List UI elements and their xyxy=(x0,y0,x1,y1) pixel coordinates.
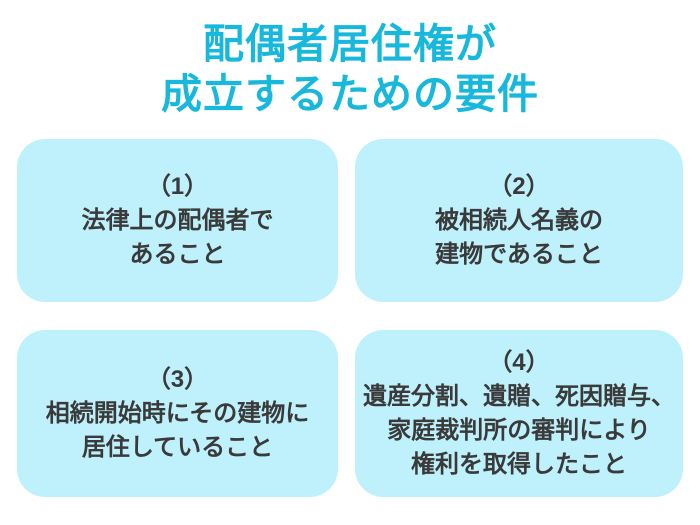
card-number: （3） xyxy=(146,365,209,393)
card-requirement-4: （4） 遺産分割、遺贈、死因贈与、 家庭裁判所の審判により 権利を取得したこと xyxy=(355,330,683,497)
card-text-line: 建物であること xyxy=(435,240,603,268)
card-text-line: 被相続人名義の xyxy=(435,206,603,234)
card-text-line: 居住していること xyxy=(81,433,274,461)
card-number: （4） xyxy=(488,348,550,376)
page-title-line-1: 配偶者居住権が xyxy=(203,21,497,67)
card-text-line: 遺産分割、遺贈、死因贈与、 xyxy=(363,382,675,410)
page-title: 配偶者居住権が 成立するための要件 xyxy=(0,0,700,119)
card-text-line: 法律上の配偶者で xyxy=(81,206,274,234)
card-text-line: 権利を取得したこと xyxy=(411,450,627,478)
card-requirement-2: （2） 被相続人名義の 建物であること xyxy=(355,139,683,302)
card-requirement-1: （1） 法律上の配偶者で あること xyxy=(17,139,338,302)
card-requirement-3: （3） 相続開始時にその建物に 居住していること xyxy=(17,330,338,497)
card-number: （1） xyxy=(146,172,209,200)
card-number: （2） xyxy=(488,172,550,200)
page-title-line-2: 成立するための要件 xyxy=(161,71,539,117)
card-text-line: 相続開始時にその建物に xyxy=(45,399,310,427)
card-text-line: 家庭裁判所の審判により xyxy=(387,416,651,444)
card-text-line: あること xyxy=(129,240,226,268)
requirements-grid: （1） 法律上の配偶者で あること （2） 被相続人名義の 建物であること （3… xyxy=(17,139,683,497)
